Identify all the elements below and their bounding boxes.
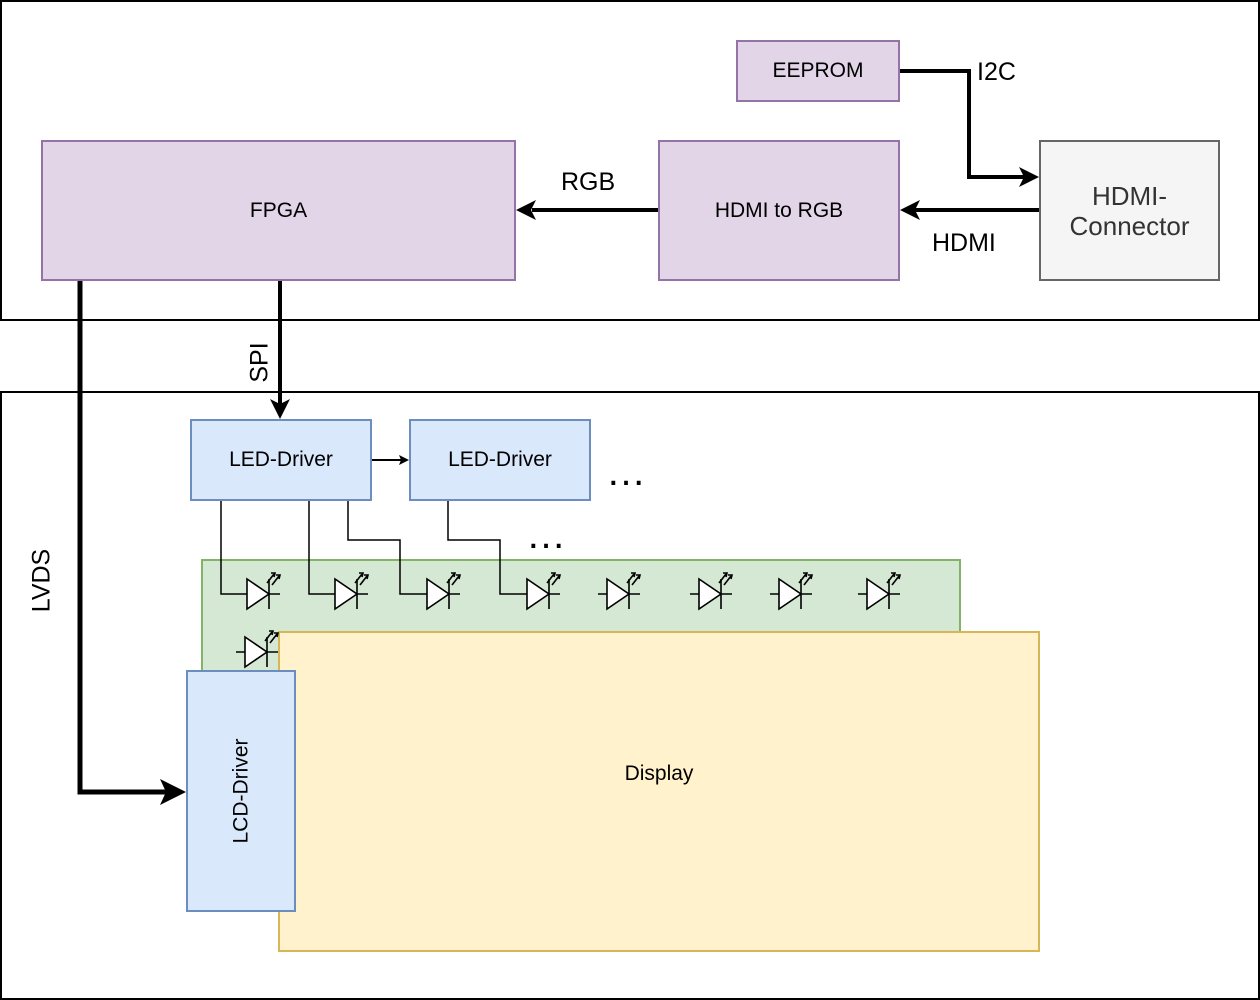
fpga-block: FPGA bbox=[41, 140, 516, 281]
spi-label: SPI bbox=[245, 342, 274, 383]
rgb-arrowhead bbox=[516, 200, 536, 220]
fpga-label: FPGA bbox=[249, 198, 308, 222]
led-driver-block-2: LED-Driver bbox=[409, 419, 591, 501]
led-icon bbox=[238, 572, 282, 611]
led-wire-1 bbox=[220, 501, 238, 595]
hdmi-arrowhead bbox=[900, 200, 920, 220]
driver-chain-arrowhead bbox=[399, 455, 409, 465]
eeprom-block: EEPROM bbox=[736, 40, 900, 102]
display-block: Display bbox=[278, 631, 1040, 952]
display-label: Display bbox=[624, 761, 694, 785]
lvds-label: LVDS bbox=[27, 548, 56, 613]
more-drivers-ellipsis: … bbox=[606, 450, 648, 494]
hdmi-connector-block: HDMI- Connector bbox=[1039, 140, 1220, 281]
led-wire-3 bbox=[347, 501, 418, 595]
led-driver-2-label: LED-Driver bbox=[448, 448, 552, 471]
led-driver-block-1: LED-Driver bbox=[190, 419, 372, 501]
led-icon bbox=[326, 572, 370, 611]
lvds-arrowhead bbox=[160, 779, 186, 805]
i2c-connector bbox=[900, 69, 1024, 179]
led-row bbox=[236, 572, 902, 669]
more-leds-ellipsis: … bbox=[526, 513, 568, 557]
spi-arrowhead bbox=[270, 399, 290, 419]
rgb-label: RGB bbox=[561, 168, 616, 196]
eeprom-label: EEPROM bbox=[772, 59, 864, 82]
i2c-label: I2C bbox=[977, 58, 1016, 86]
hdmi-to-rgb-label: HDMI to RGB bbox=[714, 198, 844, 222]
led-icon bbox=[518, 572, 562, 611]
led-icon bbox=[418, 572, 462, 611]
led-driver-1-label: LED-Driver bbox=[229, 448, 333, 471]
led-icon bbox=[690, 572, 734, 611]
led-icon bbox=[858, 572, 902, 611]
hdmi-connector-label: HDMI- Connector bbox=[1069, 180, 1190, 241]
i2c-arrowhead bbox=[1019, 167, 1039, 187]
led-icon bbox=[598, 572, 642, 611]
lvds-connector bbox=[77, 281, 168, 795]
hdmi-to-rgb-block: HDMI to RGB bbox=[658, 140, 900, 281]
led-wire-4 bbox=[447, 501, 518, 595]
led-icon bbox=[770, 572, 814, 611]
led-wire-2 bbox=[308, 501, 326, 595]
led-icon bbox=[236, 630, 280, 669]
hdmi-signal-label: HDMI bbox=[932, 229, 996, 257]
lcd-driver-block: LCD-Driver bbox=[186, 670, 296, 912]
